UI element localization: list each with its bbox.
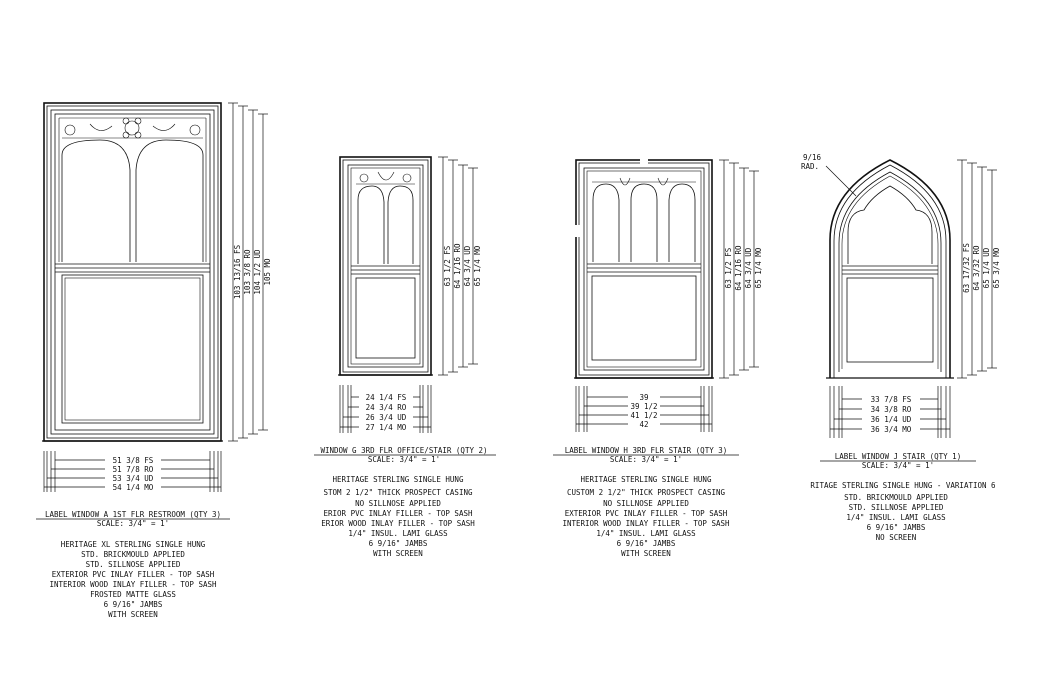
window-a-note-4: EXTERIOR PVC INLAY FILLER - TOP SASH: [52, 570, 215, 579]
window-j-vdim-4: 65 3/4 MO: [992, 247, 1001, 288]
window-h-note-4: EXTERIOR PVC INLAY FILLER - TOP SASH: [565, 509, 728, 518]
window-a-drawing: [42, 102, 223, 442]
window-h-notes: HERITAGE STERLING SINGLE HUNG CUSTOM 2 1…: [562, 475, 730, 558]
window-a-note-2: STD. BRICKMOULD APPLIED: [81, 550, 185, 559]
window-h-vdim-2: 64 1/16 RO: [734, 245, 743, 291]
window-a-note-6: FROSTED MATTE GLASS: [90, 590, 176, 599]
window-g-hdim-2: 24 3/4 RO: [366, 403, 407, 412]
window-j-vdim-1: 63 17/32 FS: [962, 243, 971, 293]
window-g-notes: HERITAGE STERLING SINGLE HUNG STOM 2 1/2…: [321, 475, 475, 558]
window-j-hdim-4: 36 3/4 MO: [871, 425, 912, 434]
window-a-notes: HERITAGE XL STERLING SINGLE HUNG STD. BR…: [49, 540, 217, 619]
window-j-note-2: STD. BRICKMOULD APPLIED: [844, 493, 948, 502]
window-j-title: LABEL WINDOW J STAIR (QTY 1): [835, 452, 961, 461]
window-a-note-7: 6 9/16" JAMBS: [104, 600, 163, 609]
window-h-note-1: HERITAGE STERLING SINGLE HUNG: [581, 475, 712, 484]
window-h-vertical-dims: [719, 159, 759, 379]
window-j-note-3: STD. SILLNOSE APPLIED: [849, 503, 944, 512]
window-h-vdim-3: 64 3/4 UD: [744, 247, 753, 288]
window-g-note-5: ERIOR WOOD INLAY FILLER - TOP SASH: [321, 519, 475, 528]
window-g-vertical-dims: [438, 156, 478, 376]
window-j: 9/16 RAD. 63 17/32 FS 64 3/32 RO 65: [801, 153, 1001, 542]
window-j-vertical-dims: [957, 159, 997, 379]
window-h-hdim-2: 39 1/2: [630, 402, 657, 411]
window-g-note-7: 6 9/16" JAMBS: [369, 539, 428, 548]
window-h: 63 1/2 FS 64 1/16 RO 64 3/4 UD 65 1/4 MO…: [553, 157, 763, 558]
window-j-horizontal-dim-labels: 33 7/8 FS 34 3/8 RO 36 1/4 UD 36 3/4 MO: [862, 394, 920, 434]
window-j-note-6: NO SCREEN: [876, 533, 917, 542]
window-j-note-1: RITAGE STERLING SINGLE HUNG - VARIATION …: [810, 481, 996, 490]
window-a: 103 13/16 FS 103 3/8 RO 104 1/2 UD 105 M…: [36, 102, 272, 619]
window-h-note-6: 1/4" INSUL. LAMI GLASS: [596, 529, 696, 538]
window-a-hdim-3: 53 3/4 UD: [113, 474, 154, 483]
window-a-vdim-2: 103 3/8 RO: [243, 249, 252, 295]
window-g-note-3: NO SILLNOSE APPLIED: [355, 499, 441, 508]
window-a-title: LABEL WINDOW A 1ST FLR RESTROOM (QTY 3): [45, 510, 221, 519]
window-h-note-5: INTERIOR WOOD INLAY FILLER - TOP SASH: [562, 519, 730, 528]
window-g-note-2: STOM 2 1/2" THICK PROSPECT CASING: [323, 488, 472, 497]
window-g-vertical-dim-labels: 63 1/2 FS 64 1/16 RO 64 3/4 UD 65 1/4 MO: [443, 243, 482, 289]
window-j-drawing: [826, 159, 954, 379]
window-j-vdim-3: 65 1/4 UD: [982, 247, 991, 288]
window-h-vdim-1: 63 1/2 FS: [724, 247, 733, 288]
window-h-note-7: 6 9/16" JAMBS: [617, 539, 676, 548]
window-j-hdim-1: 33 7/8 FS: [871, 395, 912, 404]
window-g-scale: SCALE: 3/4" = 1': [368, 455, 440, 464]
window-h-drawing: [574, 157, 714, 379]
window-j-hdim-2: 34 3/8 RO: [871, 405, 912, 414]
window-h-hdim-1: 39: [639, 393, 648, 402]
window-a-hdim-2: 51 7/8 RO: [113, 465, 154, 474]
window-j-radius-unit: RAD.: [801, 162, 819, 171]
window-j-note-5: 6 9/16" JAMBS: [867, 523, 926, 532]
window-h-vdim-4: 65 1/4 MO: [754, 247, 763, 288]
window-h-note-2: CUSTOM 2 1/2" THICK PROSPECT CASING: [567, 488, 726, 497]
window-h-vertical-dim-labels: 63 1/2 FS 64 1/16 RO 64 3/4 UD 65 1/4 MO: [724, 245, 763, 291]
window-g-horizontal-dim-labels: 24 1/4 FS 24 3/4 RO 26 3/4 UD 27 1/4 MO: [359, 392, 413, 432]
window-j-notes: RITAGE STERLING SINGLE HUNG - VARIATION …: [810, 481, 996, 542]
window-h-scale: SCALE: 3/4" = 1': [610, 455, 682, 464]
window-a-vertical-dims: [228, 102, 268, 442]
window-a-hdim-1: 51 3/8 FS: [113, 456, 154, 465]
window-a-horizontal-dim-labels: 51 3/8 FS 51 7/8 RO 53 3/4 UD 54 1/4 MO: [105, 455, 161, 492]
window-g-title: WINDOW G 3RD FLR OFFICE/STAIR (QTY 2): [320, 446, 487, 455]
window-a-hdim-4: 54 1/4 MO: [113, 483, 154, 492]
window-g-vdim-2: 64 1/16 RO: [453, 243, 462, 289]
window-g-vdim-4: 65 1/4 MO: [473, 245, 482, 286]
window-g-note-8: WITH SCREEN: [373, 549, 423, 558]
window-a-vertical-dim-labels: 103 13/16 FS 103 3/8 RO 104 1/2 UD 105 M…: [233, 244, 272, 299]
window-g-note-6: 1/4" INSUL. LAMI GLASS: [348, 529, 448, 538]
window-a-note-8: WITH SCREEN: [108, 610, 158, 619]
window-a-note-3: STD. SILLNOSE APPLIED: [86, 560, 181, 569]
window-j-radius-value: 9/16: [803, 153, 822, 162]
window-a-vdim-4: 105 MO: [263, 258, 272, 286]
window-g-drawing: [338, 156, 433, 376]
window-g-vdim-3: 64 3/4 UD: [463, 245, 472, 286]
window-j-vertical-dim-labels: 63 17/32 FS 64 3/32 RO 65 1/4 UD 65 3/4 …: [962, 243, 1001, 293]
window-g-hdim-4: 27 1/4 MO: [366, 423, 407, 432]
window-a-note-1: HERITAGE XL STERLING SINGLE HUNG: [61, 540, 206, 549]
window-a-scale: SCALE: 3/4" = 1': [97, 519, 169, 528]
window-g-note-4: ERIOR PVC INLAY FILLER - TOP SASH: [323, 509, 472, 518]
window-h-hdim-4: 42: [639, 420, 648, 429]
window-g-vdim-1: 63 1/2 FS: [443, 245, 452, 286]
window-j-horizontal-dims: [829, 386, 951, 438]
window-a-vdim-3: 104 1/2 UD: [253, 249, 262, 295]
window-h-hdim-3: 41 1/2: [630, 411, 657, 420]
window-h-title: LABEL WINDOW H 3RD FLR STAIR (QTY 3): [565, 446, 728, 455]
window-g-hdim-1: 24 1/4 FS: [366, 393, 407, 402]
window-h-note-8: WITH SCREEN: [621, 549, 671, 558]
window-g: 63 1/2 FS 64 1/16 RO 64 3/4 UD 65 1/4 MO…: [314, 156, 496, 558]
window-h-horizontal-dim-labels: 39 39 1/2 41 1/2 42: [628, 392, 660, 429]
window-g-note-1: HERITAGE STERLING SINGLE HUNG: [333, 475, 464, 484]
window-h-note-3: NO SILLNOSE APPLIED: [603, 499, 689, 508]
window-a-note-5: INTERIOR WOOD INLAY FILLER - TOP SASH: [49, 580, 217, 589]
window-j-note-4: 1/4" INSUL. LAMI GLASS: [846, 513, 946, 522]
window-g-hdim-3: 26 3/4 UD: [366, 413, 407, 422]
window-j-vdim-2: 64 3/32 RO: [972, 245, 981, 291]
window-a-vdim-1: 103 13/16 FS: [233, 244, 242, 299]
window-j-scale: SCALE: 3/4" = 1': [862, 461, 934, 470]
window-j-hdim-3: 36 1/4 UD: [871, 415, 912, 424]
